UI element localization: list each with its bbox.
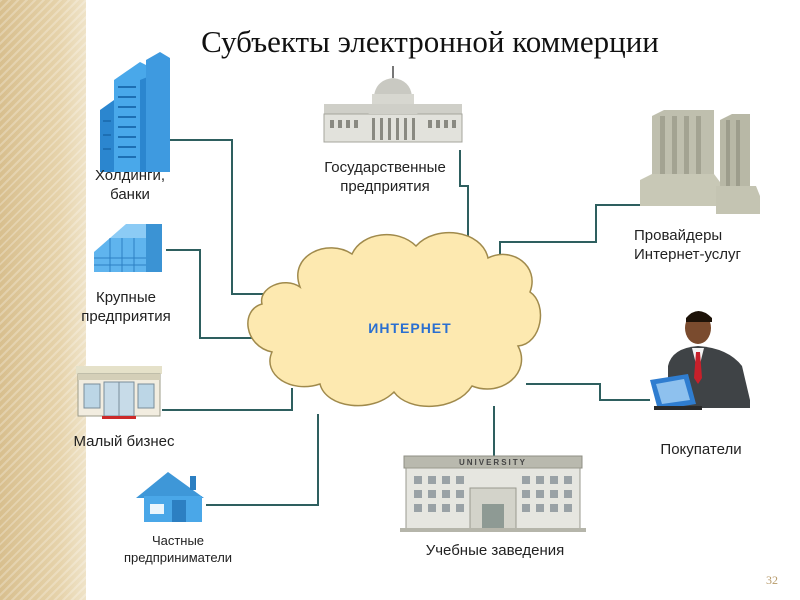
private-entrepreneurs-label-line1: Частные <box>151 533 205 548</box>
house-icon <box>136 472 204 522</box>
connector-large-enterprises <box>166 249 258 339</box>
large-enterprises-label: Крупные предприятия <box>64 288 188 326</box>
education-label: Учебные заведения <box>425 542 565 559</box>
connector-holdings <box>166 139 284 295</box>
internet-cloud <box>247 232 542 408</box>
capitol-building-icon <box>323 66 463 143</box>
government-label-line2: предприятия <box>340 178 430 195</box>
university-sign: UNIVERSITY <box>459 458 527 467</box>
connector-private-entrepreneurs <box>206 414 319 506</box>
businessman-laptop-icon <box>650 311 750 410</box>
holdings-label: Холдинги, банки <box>84 166 176 204</box>
providers-label: Провайдеры Интернет-услуг <box>634 226 784 264</box>
university-building-icon: UNIVERSITY <box>400 455 586 532</box>
connector-lines <box>162 139 650 506</box>
private-entrepreneurs-label-line2: предприниматели <box>123 550 233 565</box>
connector-small-business <box>162 388 293 411</box>
internet-label: ИНТЕРНЕТ <box>368 320 451 336</box>
government-label: Государственные предприятия <box>306 158 464 196</box>
holdings-label-line1: Холдинги, <box>94 167 166 184</box>
page-title: Субъекты электронной коммерции <box>201 24 659 59</box>
storefront-icon <box>76 366 162 419</box>
small-business-label: Малый бизнес <box>73 433 175 450</box>
office-building-icon <box>94 224 162 272</box>
connector-government <box>459 150 469 262</box>
page-number: 32 <box>766 573 778 587</box>
decorative-stripe <box>0 0 86 600</box>
skyscraper-icon <box>100 52 170 172</box>
private-entrepreneurs-label: Частные предприниматели <box>106 532 250 566</box>
holdings-label-line2: банки <box>110 186 150 203</box>
large-enterprises-label-line1: Крупные <box>96 289 156 306</box>
providers-label-line1: Провайдеры <box>634 227 723 244</box>
server-towers-icon <box>640 110 760 214</box>
connector-providers <box>499 204 640 268</box>
buyers-label: Покупатели <box>660 441 742 458</box>
government-label-line1: Государственные <box>324 159 446 176</box>
providers-label-line2: Интернет-услуг <box>634 246 741 263</box>
large-enterprises-label-line2: предприятия <box>81 308 171 325</box>
stripe-divider <box>86 0 88 600</box>
connector-buyers <box>526 383 650 401</box>
